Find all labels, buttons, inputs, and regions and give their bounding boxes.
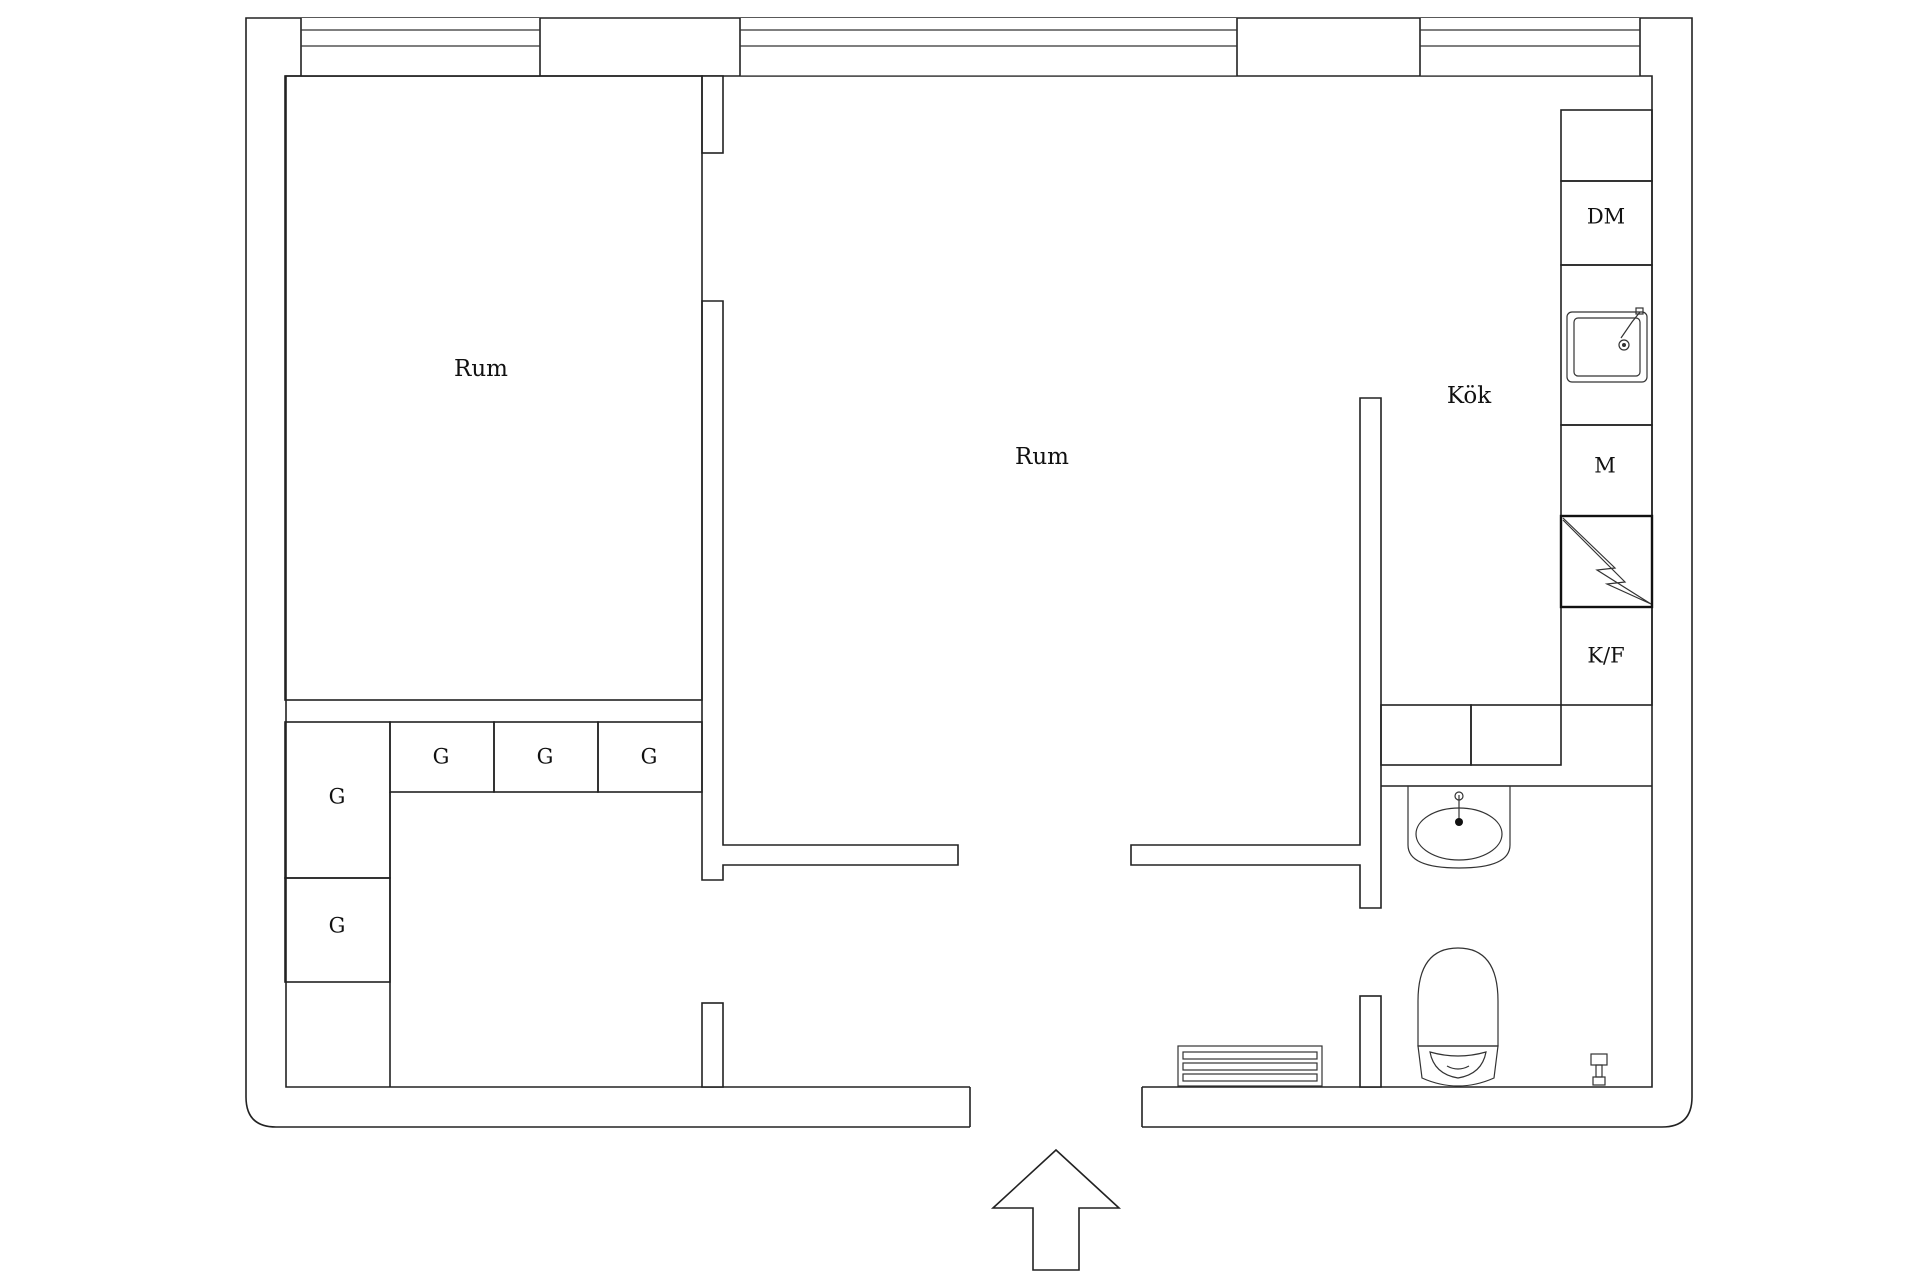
window-left [300,18,541,77]
wardrobes [284,721,703,983]
kitchen-sink-icon [1566,307,1648,383]
microwave-label: M [1594,454,1616,478]
wall-bottom-stub [701,1002,724,1088]
toilet-icon [1417,947,1499,1087]
window-right [1419,18,1641,77]
entrance-arrow-icon [990,1148,1122,1271]
room-left-label: Rum [454,356,508,382]
wall-center-left [701,300,959,881]
kitchen-label: Kök [1447,383,1492,409]
wardrobe-label: G [641,745,658,769]
radiator-icon [1177,1045,1323,1087]
dishwasher-label: DM [1587,205,1625,229]
floor-drain-icon [1590,1053,1608,1086]
fridge-freezer-label: K/F [1587,644,1624,668]
stove-icon [1559,514,1654,609]
room-center-label: Rum [1015,444,1069,470]
wall-kitchen-left [1130,397,1382,909]
wardrobe-label: G [329,785,346,809]
wall-top-stub [701,75,724,154]
entrance-opening [970,1086,1142,1129]
window-center [739,18,1238,77]
outer-wall [245,17,1693,1128]
wardrobe-label: G [329,914,346,938]
wardrobe-label: G [537,745,554,769]
wall-bath-stub [1359,995,1382,1088]
wardrobe-label: G [433,745,450,769]
wash-basin-icon [1407,785,1511,869]
room-left-area [284,75,703,701]
